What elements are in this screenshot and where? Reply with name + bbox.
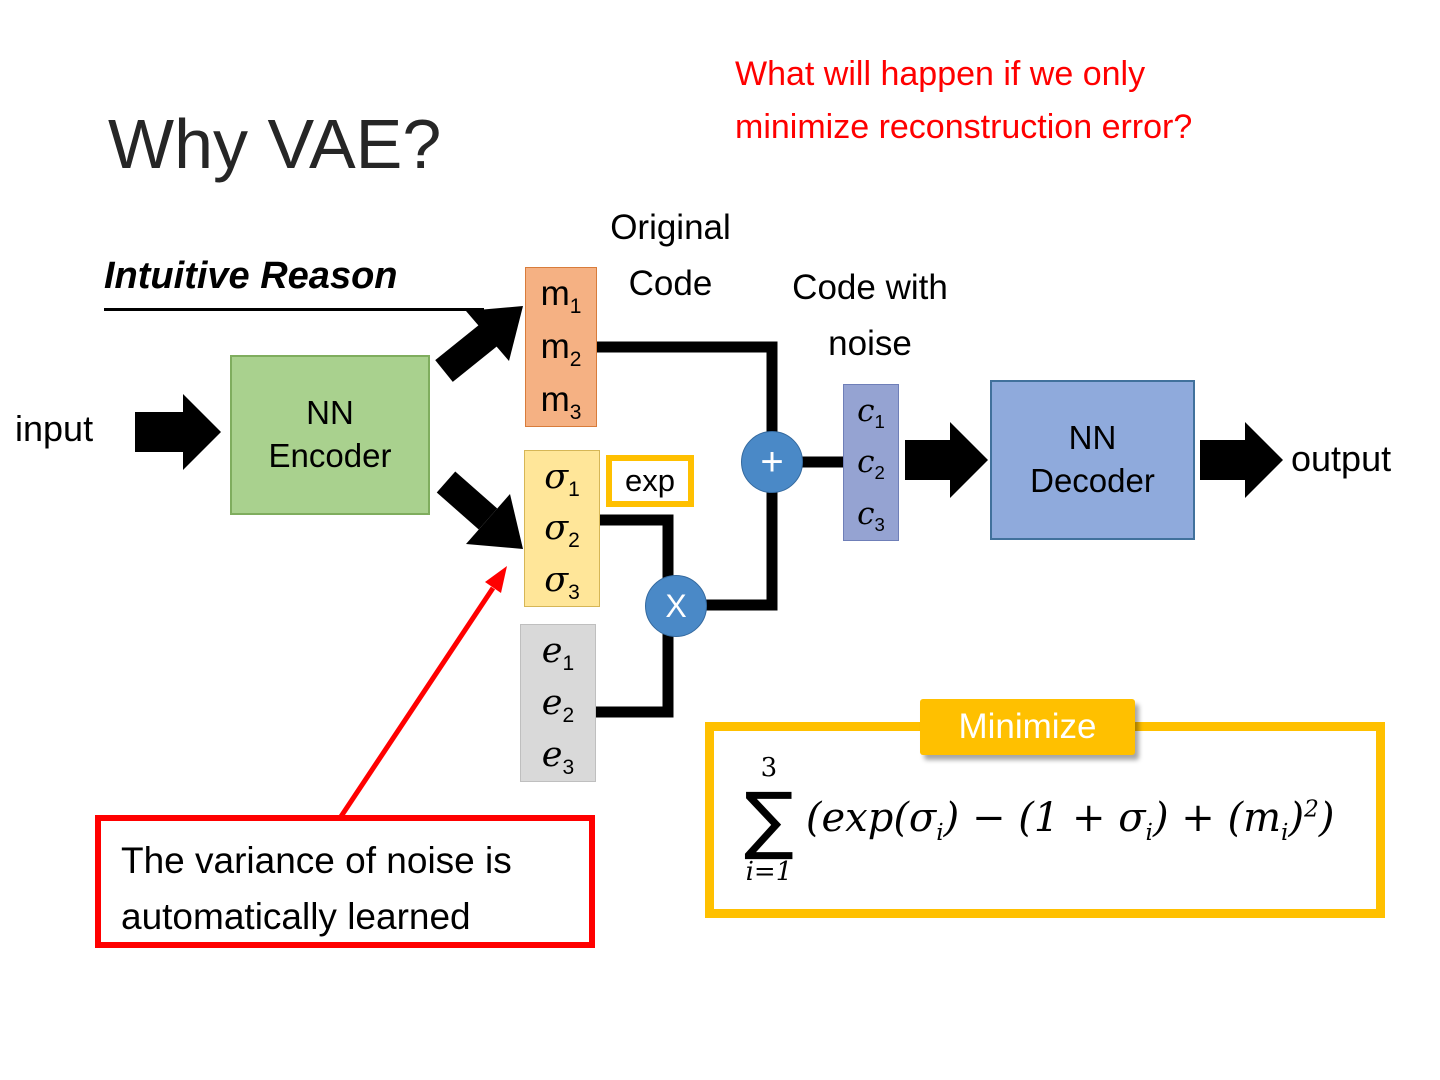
vector-entry: e1 [541, 631, 575, 675]
summation-lower-limit: i=1 [745, 857, 793, 887]
red-annotation-arrow-head [485, 566, 507, 593]
vector-entry: σ2 [544, 508, 580, 553]
multiply-operator: X [645, 575, 707, 637]
question-text: What will happen if we only minimize rec… [735, 55, 1193, 146]
code-with-noise-label: Code with noise [792, 268, 948, 363]
loss-formula-box: 3 ∑ i=1 (exp(σi) − (1 + σi) + (mi)2) [705, 722, 1385, 918]
exp-box: exp [606, 455, 694, 507]
output-label: output [1291, 438, 1392, 479]
arrow-code-to-decoder [905, 422, 988, 498]
code-with-noise-vector: c1 c2 c3 [843, 384, 899, 541]
noise-vector: e1 e2 e3 [520, 624, 596, 782]
loss-formula-expression: (exp(σi) − (1 + σi) + (mi)2) [805, 794, 1335, 846]
vector-entry: c2 [857, 444, 885, 484]
line-multiply-to-plus [703, 490, 778, 611]
original-code-label: Original Code [610, 208, 731, 303]
arrow-decoder-to-output [1200, 422, 1283, 498]
section-heading: Intuitive Reason [104, 255, 484, 311]
summation-symbol: 3 ∑ i=1 [744, 753, 794, 887]
minimize-badge: Minimize [920, 699, 1135, 755]
vector-entry: c3 [857, 496, 885, 536]
vector-entry: e3 [541, 735, 575, 779]
variance-note-box: The variance of noise is automatically l… [95, 815, 595, 948]
mean-vector: m1 m2 m3 [525, 267, 597, 427]
vector-entry: e2 [541, 683, 575, 727]
nn-encoder-box: NN Encoder [230, 355, 430, 515]
variance-vector: σ1 σ2 σ3 [524, 450, 600, 607]
plus-operator: + [741, 431, 803, 493]
arrow-input-to-encoder [135, 394, 221, 470]
line-e-to-multiply [596, 633, 674, 718]
vector-entry: m1 [540, 274, 582, 319]
arrow-encoder-to-m-shaft [435, 323, 499, 382]
line-m-to-plus [594, 341, 778, 436]
vector-entry: m3 [540, 379, 582, 424]
arrow-encoder-to-sigma-head [466, 494, 523, 549]
red-annotation-arrow-shaft [337, 586, 496, 820]
vector-entry: σ1 [544, 456, 580, 501]
sigma-sum-icon: ∑ [744, 777, 794, 863]
nn-decoder-box: NN Decoder [990, 380, 1195, 540]
summation-upper-limit: 3 [760, 753, 778, 783]
arrow-encoder-to-sigma-shaft [436, 471, 498, 530]
vector-entry: c1 [857, 392, 885, 433]
vector-entry: σ3 [544, 560, 580, 605]
line-sigma-to-multiply [600, 514, 674, 578]
arrow-encoder-to-m-head [466, 306, 523, 361]
page-title: Why VAE? [108, 105, 442, 183]
input-label: input [15, 408, 94, 449]
vector-entry: m2 [540, 326, 582, 371]
